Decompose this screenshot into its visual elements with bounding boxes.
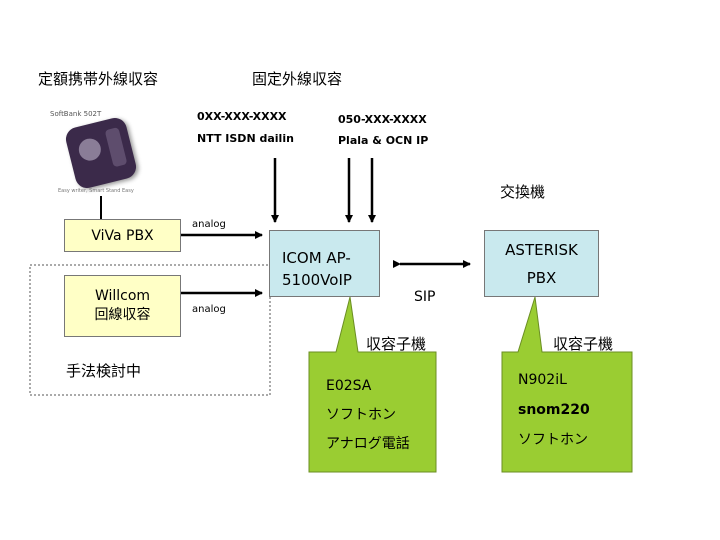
callout-left-list: E02SA ソフトホン アナログ電話: [326, 372, 410, 459]
sip-label: SIP: [414, 289, 436, 305]
under-review-label: 手法検討中: [66, 362, 142, 380]
callout-left-shape: [308, 296, 437, 473]
callout-left-item: ソフトホン: [326, 407, 396, 423]
mobile-heading: 定額携帯外線収容: [38, 70, 159, 88]
asterisk-line2: PBX: [526, 268, 557, 287]
willcom-line1: Willcom: [94, 288, 151, 304]
asterisk-box: ASTERISK PBX: [484, 230, 599, 297]
callout-left-item: アナログ電話: [326, 436, 410, 452]
icom-box: ICOM AP- 5100VoIP: [269, 230, 380, 297]
ntt-line: NTT ISDN dailin: [197, 132, 294, 145]
phone-body: [63, 115, 139, 191]
under-review-region: [29, 264, 271, 396]
phone-hinge: [104, 127, 128, 168]
ip-number: 050-XXX-XXXX: [338, 113, 427, 126]
icom-line2: 5100VoIP: [282, 271, 352, 289]
mobile-phone-image: SoftBank 502T Easy writer, Smart Stand E…: [48, 110, 158, 198]
viva-pbx-label: ViVa PBX: [91, 227, 154, 244]
callout-right-item: N902iL: [518, 372, 567, 388]
asterisk-line1: ASTERISK: [505, 240, 578, 259]
ntt-number: 0XX-XXX-XXXX: [197, 110, 287, 123]
callout-right-item: ソフトホン: [518, 432, 588, 448]
handset-label-left: 収容子機: [366, 335, 427, 353]
analog-label-bottom: analog: [192, 304, 226, 315]
callout-right-list: N902iL snom220 ソフトホン: [518, 365, 590, 455]
analog-label-top: analog: [192, 219, 226, 230]
icom-line1: ICOM AP-: [282, 249, 351, 267]
callout-right-item: snom220: [518, 402, 590, 418]
phone-caption: Easy writer, Smart Stand Easy: [58, 188, 134, 194]
handset-label-right: 収容子機: [553, 335, 614, 353]
viva-pbx-box: ViVa PBX: [64, 219, 181, 252]
willcom-line2: 回線収容: [94, 307, 151, 323]
willcom-box: Willcom 回線収容: [64, 275, 181, 337]
phone-dpad: [76, 136, 104, 163]
phone-brand: SoftBank 502T: [50, 110, 102, 118]
fixed-heading: 固定外線収容: [252, 70, 343, 88]
exchange-label: 交換機: [500, 183, 546, 201]
ip-line: Plala & OCN IP: [338, 134, 429, 147]
callout-right-shape: [501, 296, 633, 473]
callout-left-item: E02SA: [326, 378, 372, 394]
